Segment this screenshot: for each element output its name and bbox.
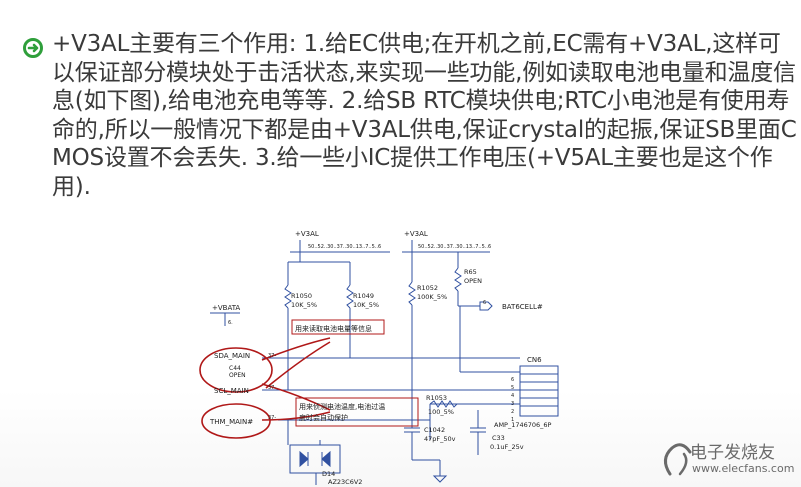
watermark-text: 电子发烧友: [690, 443, 775, 463]
r1050-label: R1050: [291, 292, 312, 300]
bat-net-label: BAT6CELL#: [502, 303, 543, 311]
cn6-pin-3: 3: [511, 401, 514, 407]
c33-value: 0.1uF_25v: [490, 443, 524, 451]
cn6-pin-4: 4: [511, 393, 514, 399]
r1053-value: 100_5%: [428, 408, 454, 416]
cn6-pin-2: 2: [511, 409, 514, 415]
sda-label: SDA_MAIN: [214, 352, 250, 360]
c44-label: C44: [229, 365, 241, 372]
cn6-label: CN6: [527, 356, 542, 364]
arrow-circle-icon: [23, 38, 43, 58]
r1052-value: 100K_5%: [417, 293, 447, 301]
d14-label: D14: [322, 470, 335, 478]
rail-left-refs: 50..52..30..37..30..13..7..5..6: [308, 244, 381, 250]
c33-label: C33: [492, 434, 505, 442]
watermark-url: www.elecfans.com: [692, 462, 795, 475]
cn6-pin-1: 1: [511, 417, 514, 423]
scl-ref: 37-: [268, 385, 276, 391]
vbata-label: +VBATA: [212, 304, 240, 312]
cn6-pin-5: 5: [511, 385, 514, 391]
thm-ref: 37-: [268, 415, 276, 421]
r65-label: R65: [464, 268, 477, 276]
r1052-label: R1052: [417, 284, 438, 292]
r1049-label: R1049: [353, 292, 374, 300]
rail-right-refs: 50..52..30..37..30..13..7..5..6: [418, 244, 491, 250]
note-temp-line1: 用来侦测电池温度,电池过温: [299, 402, 385, 411]
c44-value: OPEN: [229, 372, 246, 379]
bullet-text: +V3AL主要有三个作用: 1.给EC供电;在开机之前,EC需有+V3AL,这样…: [52, 31, 797, 200]
note-battery-read: 用来读取电池电量等信息: [295, 324, 372, 333]
rail-right-label: +V3AL: [404, 230, 428, 238]
scl-label: SCL_MAIN: [214, 387, 249, 395]
bat-net-ref: 6: [483, 300, 486, 306]
watermark-logo-icon: [664, 443, 692, 476]
note-temp-line2: 度时会自动保护: [299, 413, 348, 422]
r1049-value: 10K_5%: [353, 301, 379, 309]
r1053-label: R1053: [426, 394, 447, 402]
r65-value: OPEN: [464, 277, 482, 285]
cn6-pin-6: 6: [511, 377, 514, 383]
r1050-value: 10K_5%: [291, 301, 317, 309]
thm-label: THM_MAIN#: [209, 418, 253, 426]
c1042-value: 47pF_50v: [424, 435, 456, 443]
rail-left-label: +V3AL: [295, 230, 319, 238]
sda-ref: 37-: [268, 353, 276, 359]
c1042-label: C1042: [424, 426, 445, 434]
cn6-part: AMP_1746706_6P: [494, 421, 552, 429]
vbata-ref: 6.: [228, 320, 233, 326]
d14-part: AZ23C6V2: [328, 478, 362, 486]
